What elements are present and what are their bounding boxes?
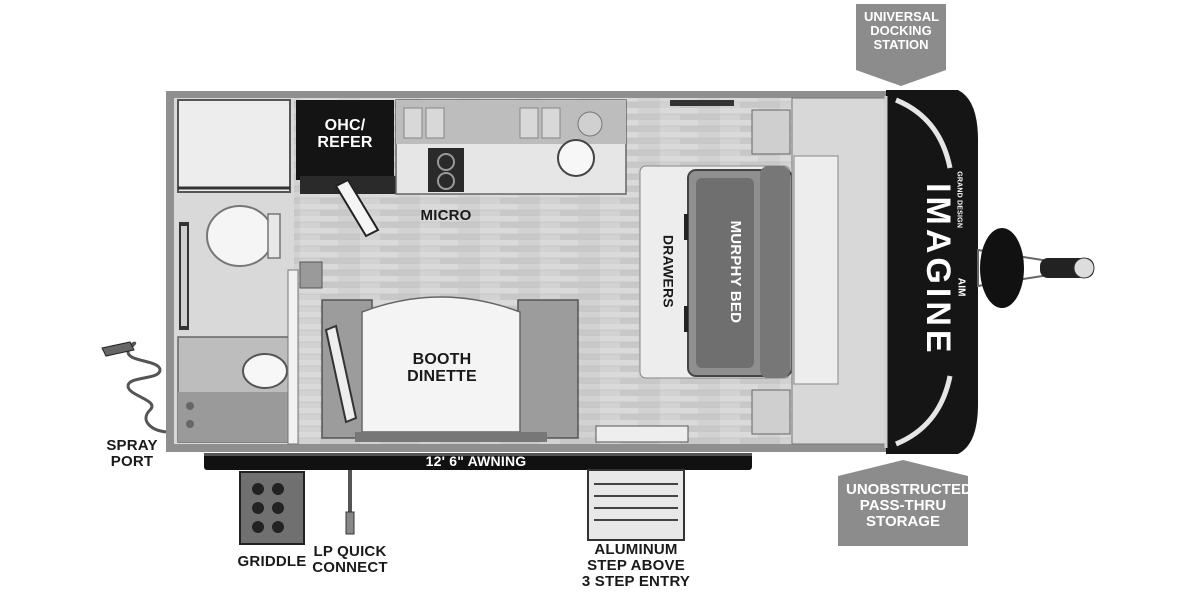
entry-steps [587, 469, 685, 541]
spray-port-label: SPRAY PORT [106, 437, 158, 470]
callout-line: PASS-THRU [859, 497, 947, 515]
imagine-logo: IMAGINE [918, 183, 957, 357]
refrigerator [296, 100, 394, 180]
maker-logo: GRAND DESIGN [955, 171, 963, 229]
micro-label: MICRO [420, 207, 472, 224]
toilet [206, 205, 274, 267]
spray-hose [126, 341, 167, 434]
griddle-label: GRIDDLE [237, 553, 307, 570]
bath-door-panel [287, 269, 299, 445]
murphy-bed-label: MURPHY BED [726, 220, 744, 324]
aim-logo: AIM [955, 277, 967, 297]
front-cap [886, 90, 978, 454]
docking-callout-arrow [856, 70, 946, 86]
kitchen-sink [557, 139, 595, 177]
ohc-refer-label: OHC/ REFER [317, 117, 373, 151]
awning-bar [204, 453, 752, 470]
callout-line: STORAGE [866, 513, 940, 531]
bath-sink [242, 353, 288, 389]
callout-line: UNIVERSAL [864, 9, 940, 24]
spray-nozzle [101, 341, 135, 357]
shower [177, 99, 291, 193]
booth-dinette-label: BOOTH DINETTE [407, 351, 477, 385]
lp-quick-connect-label: LP QUICK CONNECT [312, 543, 388, 576]
callout-line: DOCKING [870, 22, 932, 38]
entry-steps-label: ALUMINUM STEP ABOVE 3 STEP ENTRY [581, 541, 691, 590]
refer-door [334, 178, 380, 238]
docking-station-callout: UNIVERSAL DOCKING STATION [856, 4, 946, 70]
callout-line: UNOBSTRUCTED [846, 481, 972, 498]
lp-fitting [345, 511, 355, 535]
storage-callout-arrow [838, 460, 968, 476]
awning-label: 12' 6" AWNING [425, 453, 527, 469]
dinette-bench-right [517, 299, 579, 439]
callout-line: STATION [873, 36, 929, 52]
drawers-label: DRAWERS [660, 234, 677, 308]
dinette-table [361, 296, 521, 433]
pass-thru-storage-callout: UNOBSTRUCTED PASS-THRU STORAGE [838, 476, 972, 546]
